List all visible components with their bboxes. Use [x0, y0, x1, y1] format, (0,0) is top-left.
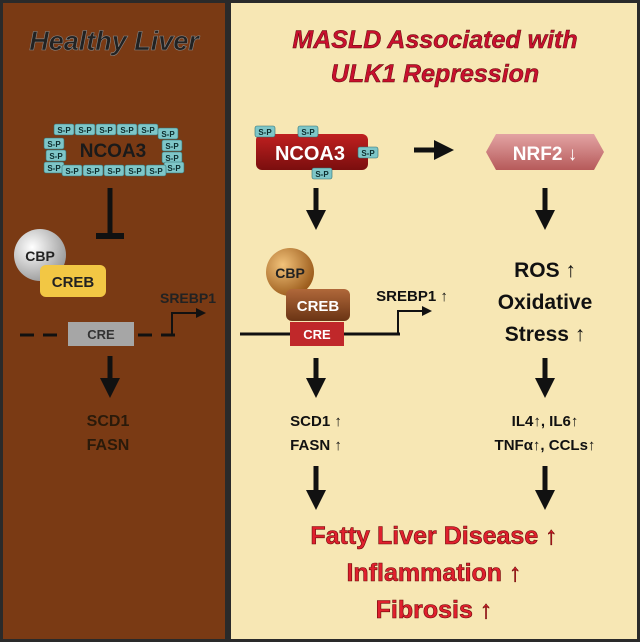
left-title: Healthy Liver: [29, 26, 200, 56]
phospho-tag: S-P: [145, 164, 167, 177]
phospho-tag: S-P: [124, 164, 146, 177]
svg-text:S-P: S-P: [65, 167, 79, 176]
svg-text:S-P: S-P: [301, 128, 315, 137]
phospho-tag: S-P: [45, 149, 67, 162]
phospho-tag: S-P: [137, 123, 159, 136]
svg-text:S-P: S-P: [161, 130, 175, 139]
right-srebp1-label: SREBP1 ↑: [376, 288, 448, 305]
left-srebp1-label: SREBP1: [160, 290, 216, 306]
right-creb: [286, 289, 350, 321]
right-gene-2: FASN ↑: [290, 437, 342, 454]
phospho-tag: S-P: [311, 167, 333, 180]
phospho-tag: S-P: [161, 151, 183, 164]
cytokines-line-2: TNFα↑, CCLs↑: [495, 437, 596, 454]
svg-text:S-P: S-P: [49, 152, 63, 161]
svg-text:S-P: S-P: [361, 149, 375, 158]
outcome-fibrosis: Fibrosis ↑: [376, 596, 493, 624]
svg-text:S-P: S-P: [315, 170, 329, 179]
svg-text:S-P: S-P: [107, 167, 121, 176]
left-creb-label: CREB: [52, 274, 95, 291]
cytokines-line-1: IL4↑, IL6↑: [512, 413, 579, 430]
left-gene-1: SCD1: [87, 413, 130, 430]
left-srebp1-promoter: [171, 308, 206, 335]
svg-text:S-P: S-P: [128, 167, 142, 176]
right-phospho-tags: S-P S-P S-P S-P: [254, 125, 379, 180]
svg-text:S-P: S-P: [258, 128, 272, 137]
svg-text:S-P: S-P: [78, 126, 92, 135]
right-cre-label: CRE: [303, 327, 331, 342]
svg-text:S-P: S-P: [57, 126, 71, 135]
phospho-tag: S-P: [61, 164, 83, 177]
left-creb: [40, 265, 106, 297]
left-panel: [3, 3, 225, 639]
left-ncoa3-label: NCOA3: [80, 141, 147, 162]
phospho-tag: S-P: [297, 125, 319, 138]
left-cre-label: CRE: [87, 327, 115, 342]
phospho-tag: S-P: [157, 127, 179, 140]
phospho-tag: S-P: [103, 164, 125, 177]
right-cbp: [266, 248, 314, 296]
right-gene-1: SCD1 ↑: [290, 413, 342, 430]
right-ncoa3: [256, 134, 368, 170]
outcome-inflammation: Inflammation ↑: [346, 559, 521, 587]
ros-line-2: Oxidative: [498, 291, 593, 314]
svg-text:S-P: S-P: [141, 126, 155, 135]
svg-text:S-P: S-P: [167, 164, 181, 173]
right-ncoa3-complex: NCOA3 S-P S-P S-P S-P: [254, 125, 379, 180]
left-cbp-label: CBP: [25, 248, 55, 264]
phospho-tag: S-P: [43, 161, 65, 174]
phospho-tag: S-P: [74, 123, 96, 136]
nrf2-box: [486, 134, 604, 170]
right-cre: [290, 322, 344, 346]
svg-text:S-P: S-P: [99, 126, 113, 135]
right-cbp-label: CBP: [275, 265, 305, 281]
right-creb-label: CREB: [297, 298, 340, 315]
right-title-line-1: MASLD Associated with: [292, 26, 577, 54]
svg-text:S-P: S-P: [86, 167, 100, 176]
ros-line-1: ROS ↑: [514, 259, 576, 282]
svg-text:S-P: S-P: [47, 164, 61, 173]
right-title-line-2: ULK1 Repression: [331, 60, 539, 88]
svg-text:S-P: S-P: [120, 126, 134, 135]
svg-text:S-P: S-P: [165, 154, 179, 163]
left-gene-2: FASN: [87, 437, 130, 454]
phospho-tag: S-P: [163, 161, 185, 174]
phospho-tag: S-P: [357, 146, 379, 159]
phospho-tag: S-P: [254, 125, 276, 138]
nrf2-label: NRF2 ↓: [513, 144, 577, 165]
left-cre: [68, 322, 134, 346]
phospho-tag: S-P: [116, 123, 138, 136]
right-srebp1-promoter: [397, 306, 432, 334]
svg-text:S-P: S-P: [47, 140, 61, 149]
ros-line-3: Stress ↑: [505, 323, 586, 346]
outcome-fatty-liver: Fatty Liver Disease ↑: [310, 522, 557, 550]
phospho-tag: S-P: [53, 123, 75, 136]
phospho-tag: S-P: [43, 137, 65, 150]
svg-text:S-P: S-P: [165, 142, 179, 151]
right-ncoa3-label: NCOA3: [275, 143, 345, 165]
phospho-tag: S-P: [95, 123, 117, 136]
phospho-tag: S-P: [161, 139, 183, 152]
svg-text:S-P: S-P: [149, 167, 163, 176]
phospho-tag: S-P: [82, 164, 104, 177]
